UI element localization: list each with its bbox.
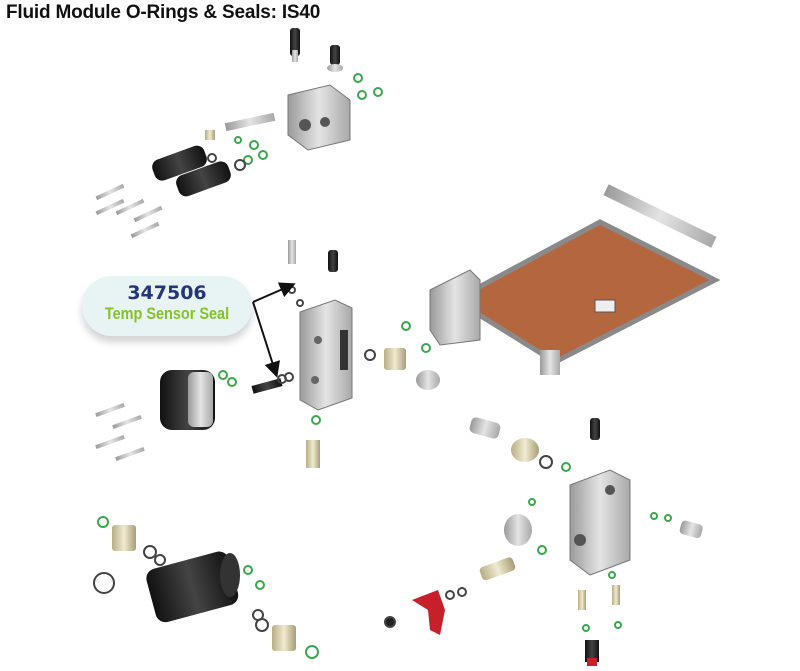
arrow-lower-seal (252, 301, 280, 378)
callout-arrows (252, 282, 296, 378)
part-description: Temp Sensor Seal (104, 304, 230, 323)
heater-plate-assembly (429, 184, 721, 375)
middle-manifold-block (251, 240, 440, 468)
part-callout: 347506 Temp Sensor Seal (82, 276, 252, 336)
motor-assembly (95, 370, 215, 462)
lower-right-valve-block (412, 417, 703, 666)
o-rings (93, 73, 672, 659)
gear-pump-assembly (112, 525, 296, 651)
arrow-upper-seal (252, 282, 296, 303)
top-valve-block-assembly (95, 28, 351, 239)
part-number: 347506 (127, 282, 207, 304)
diagram-title: Fluid Module O-Rings & Seals: IS40 (6, 2, 321, 23)
